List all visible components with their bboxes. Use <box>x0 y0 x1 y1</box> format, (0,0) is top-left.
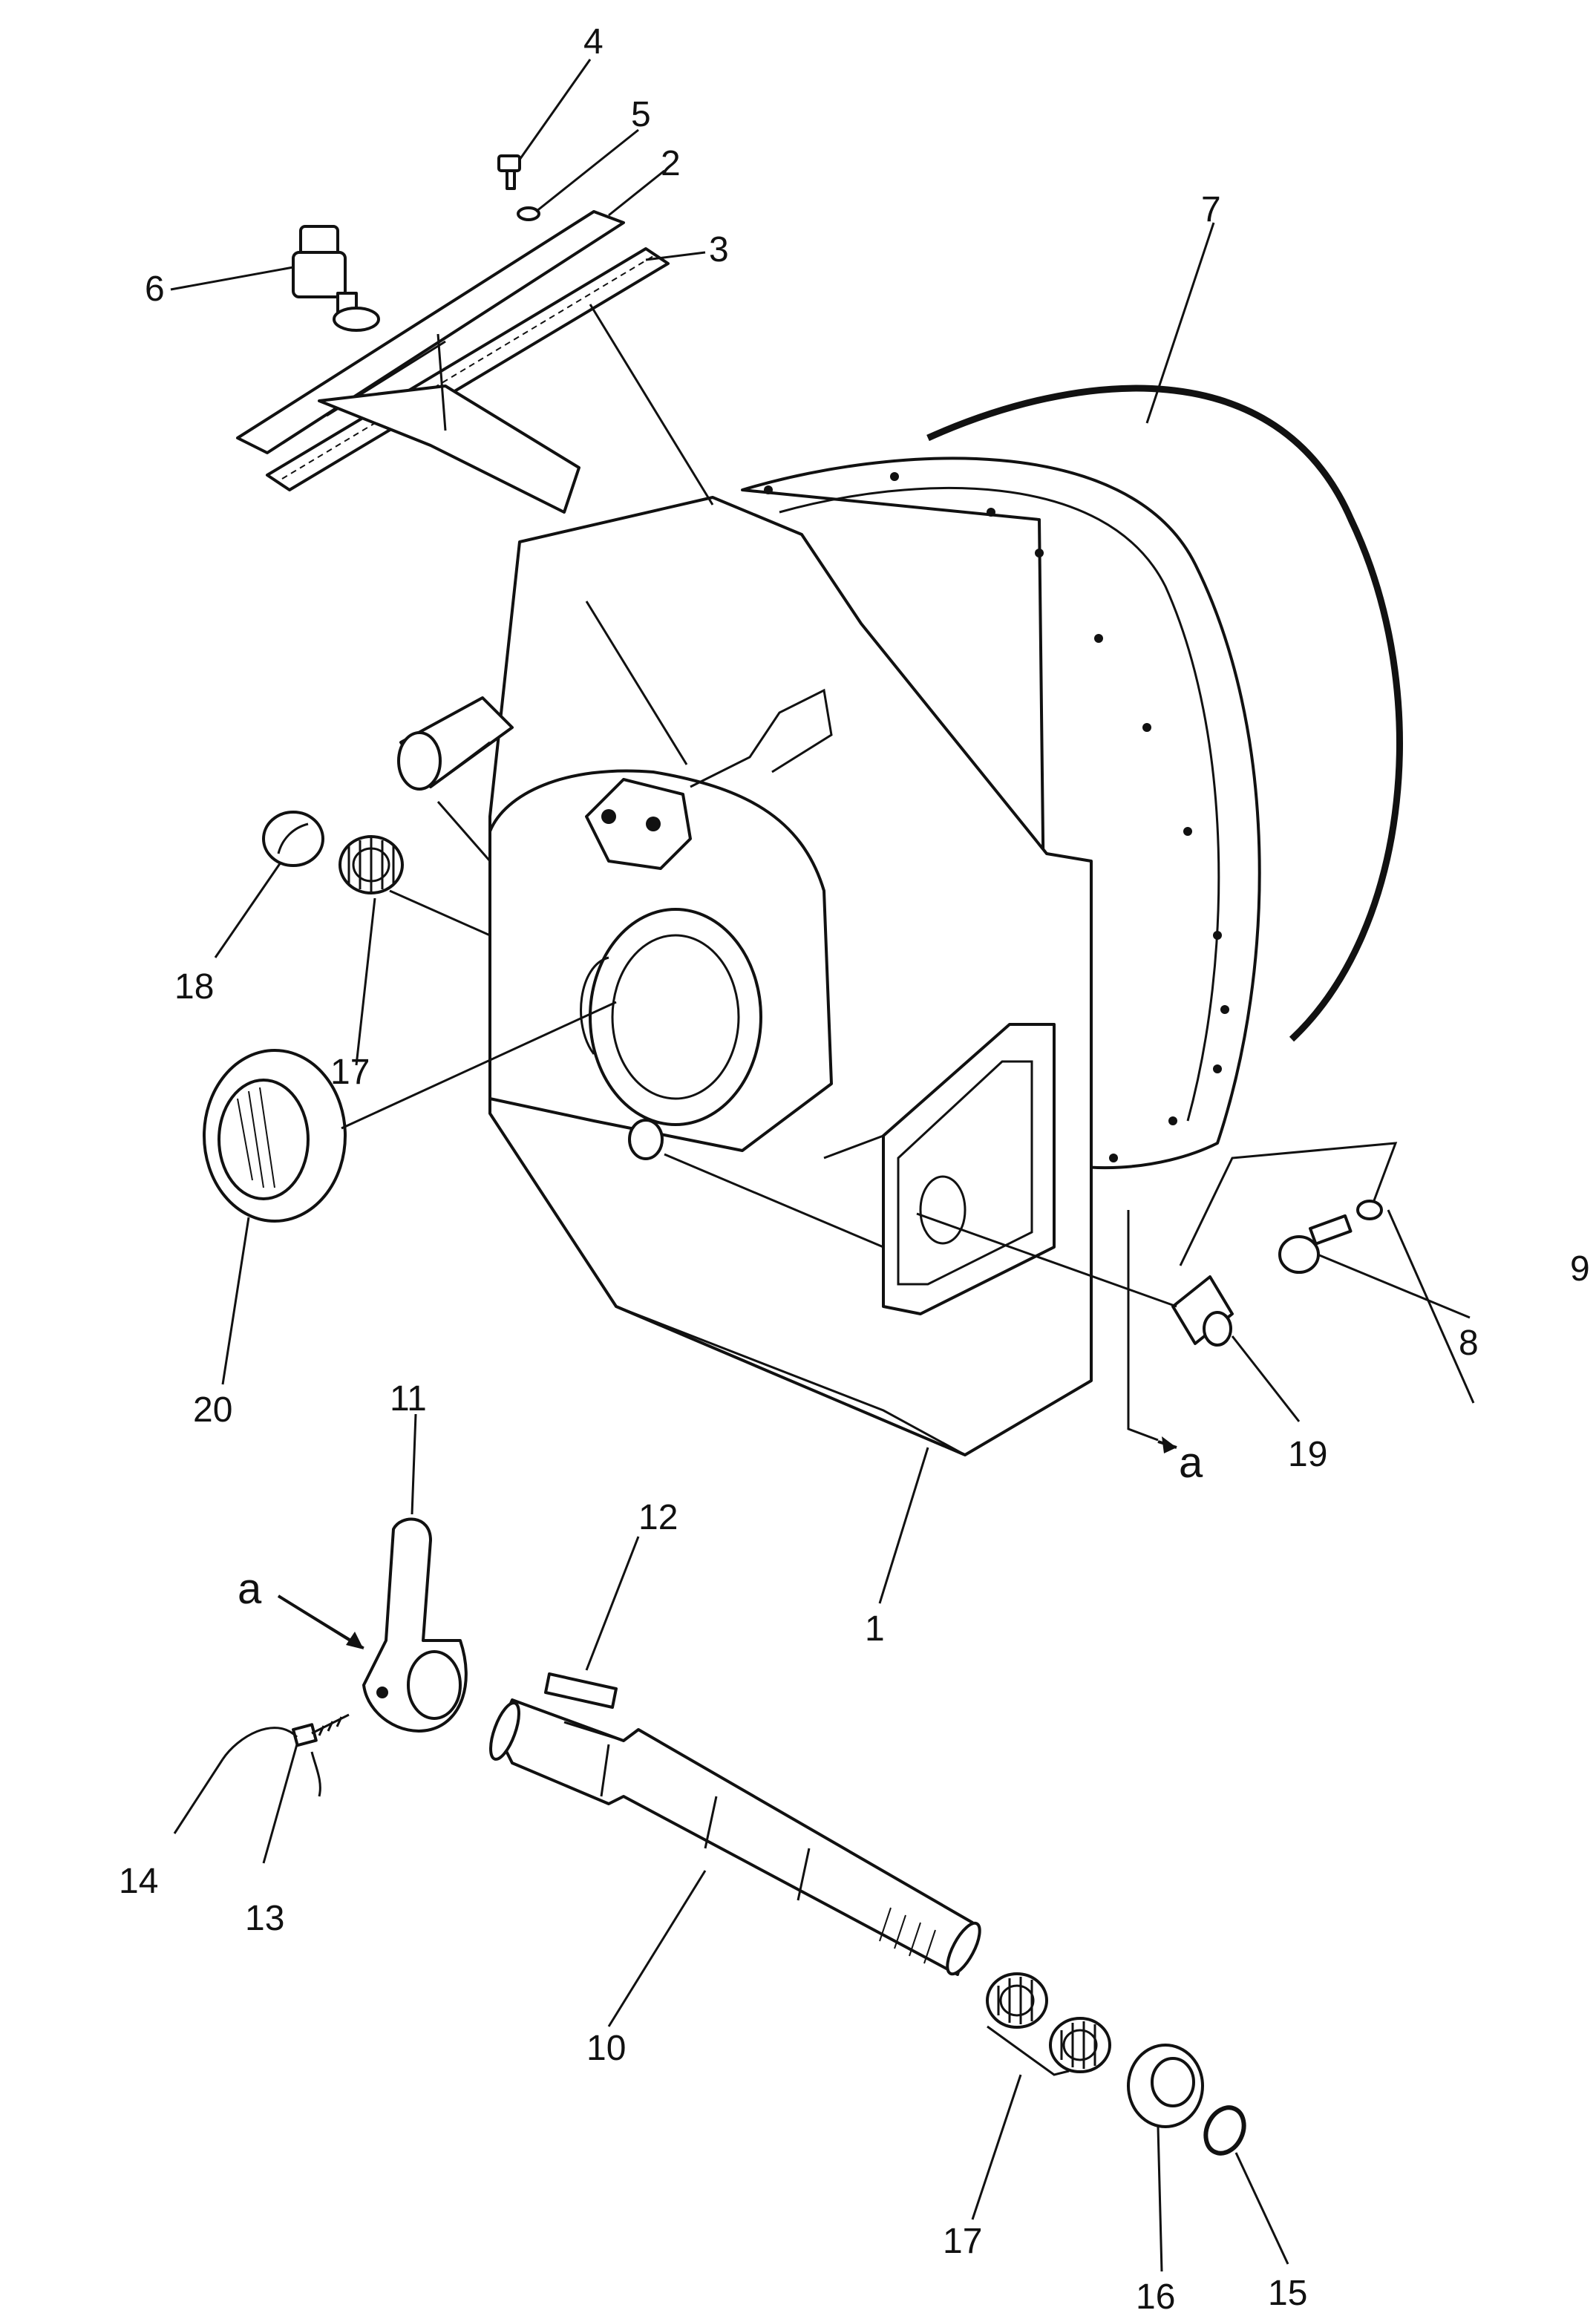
callout-7: 7 <box>1201 190 1221 229</box>
o-ring-part-15 <box>1203 2105 1246 2156</box>
callout-8: 8 <box>1459 1324 1479 1363</box>
lock-wire-part-14 <box>221 1727 321 1797</box>
callout-20: 20 <box>193 1390 232 1430</box>
callout-1: 1 <box>865 1609 885 1649</box>
plug-part-19 <box>1171 1275 1234 1347</box>
sender-part-6 <box>292 225 380 332</box>
callout-19: 19 <box>1288 1435 1327 1474</box>
callout-12: 12 <box>638 1498 678 1537</box>
callout-15: 15 <box>1268 2274 1307 2313</box>
callout-17-upper: 17 <box>330 1053 370 1092</box>
gasket-ring-part-7 <box>926 385 1403 1042</box>
direction-arrow-a-upper <box>1157 1436 1177 1453</box>
callout-2: 2 <box>661 144 681 183</box>
callout-3: 3 <box>709 230 729 269</box>
callout-labels: 4 5 2 3 6 7 18 17 20 9 8 19 a 1 11 12 a … <box>119 22 1590 2316</box>
leader-lines <box>170 59 1475 2272</box>
oil-seal-part-20 <box>203 1049 347 1223</box>
bolt-part-8 <box>1278 1214 1353 1274</box>
callout-14: 14 <box>119 1862 158 1901</box>
washer-part-9 <box>1356 1200 1383 1220</box>
housing-part-1 <box>397 457 1261 1456</box>
callout-9: 9 <box>1570 1249 1590 1289</box>
needle-bearing-part-17-lower-a <box>986 1972 1048 2029</box>
reference-a-lower: a <box>238 1565 262 1613</box>
callout-6: 6 <box>145 269 165 309</box>
washer-part-5 <box>517 206 540 221</box>
gasket-part-3 <box>266 247 670 491</box>
needle-bearing-part-17-lower-b <box>1049 2017 1111 2073</box>
bracket-tab <box>318 333 580 514</box>
callout-11: 11 <box>390 1379 427 1419</box>
lever-part-11 <box>362 1517 468 1733</box>
needle-bearing-part-17-upper <box>339 835 404 894</box>
callout-10: 10 <box>586 2029 626 2068</box>
screw-part-13 <box>292 1713 350 1747</box>
key-part-12 <box>544 1672 618 1709</box>
callout-4: 4 <box>583 22 604 62</box>
bolt-part-4 <box>497 154 521 190</box>
shaft-part-10 <box>489 1698 981 1976</box>
callout-16: 16 <box>1136 2277 1175 2316</box>
callout-13: 13 <box>245 1899 284 1938</box>
seal-part-16 <box>1127 2044 1204 2128</box>
callout-5: 5 <box>631 95 651 134</box>
direction-arrow-a-lower <box>277 1594 364 1649</box>
callout-17-lower: 17 <box>943 2222 982 2261</box>
reference-a-upper: a <box>1179 1439 1203 1487</box>
cap-part-18 <box>262 811 324 867</box>
callout-18: 18 <box>174 967 214 1007</box>
